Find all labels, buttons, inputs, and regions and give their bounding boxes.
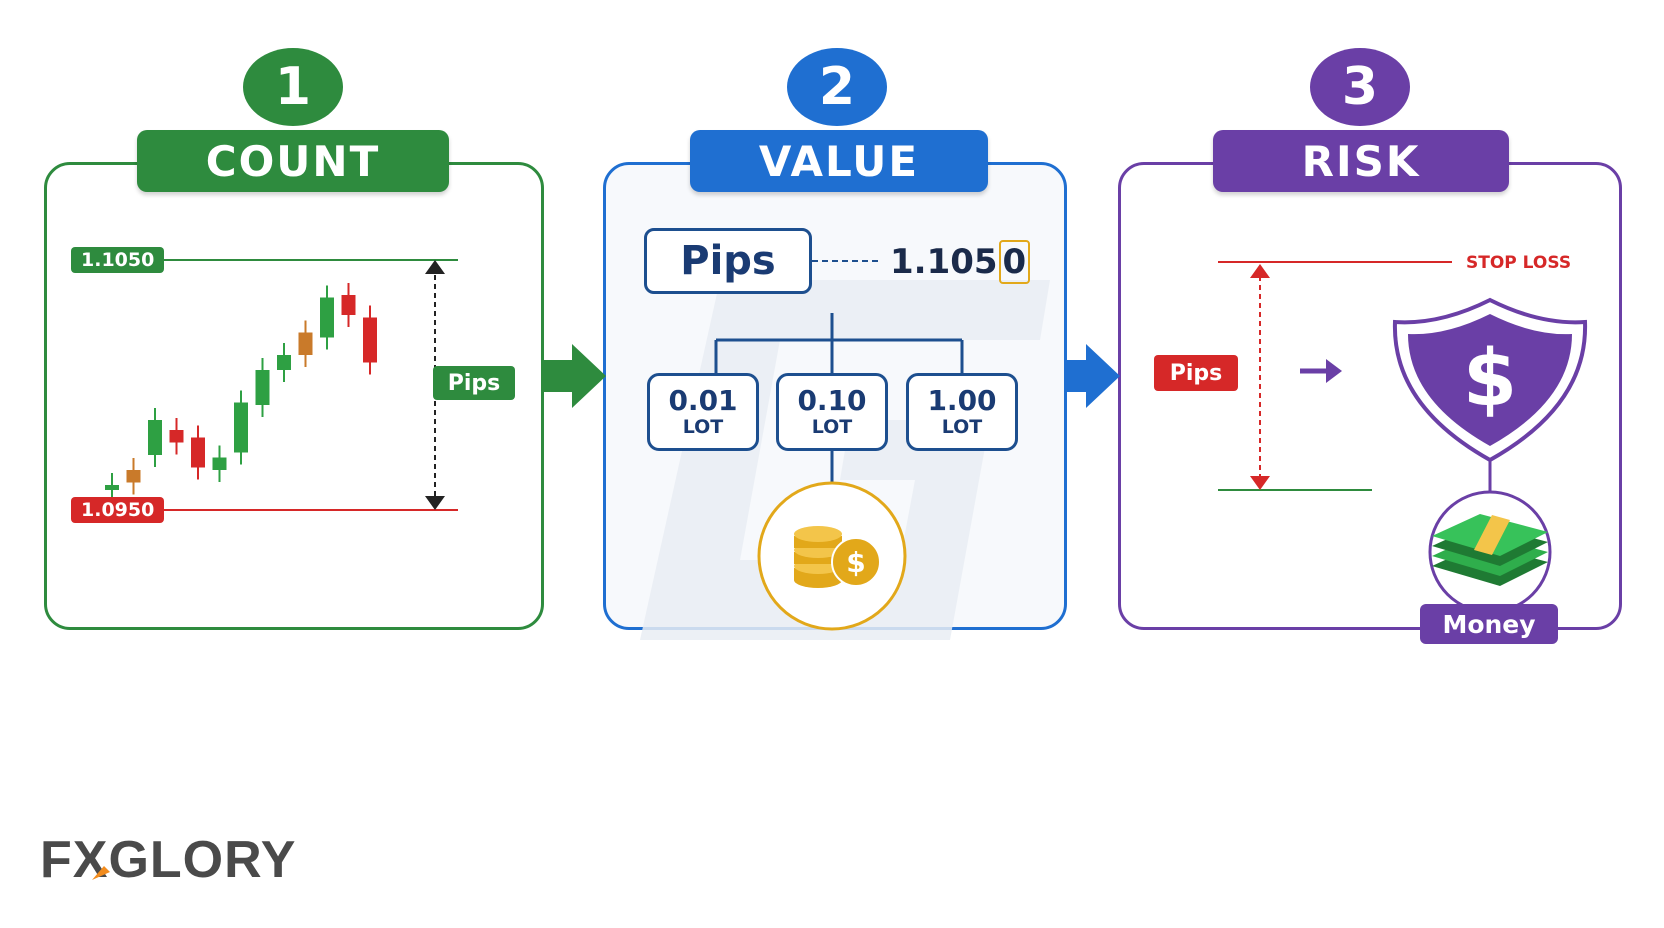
step-2-title: VALUE (690, 130, 988, 192)
candle-body (148, 420, 162, 455)
lot-value: 0.01 (668, 384, 738, 417)
coins-dollar-icon: $ (757, 481, 907, 631)
cash-stack-icon (1428, 490, 1552, 614)
risk-pips-arrow (1250, 264, 1270, 490)
candle-body (105, 485, 119, 490)
candle-body (277, 355, 291, 370)
candle-body (191, 437, 205, 468)
candle-body (255, 370, 270, 405)
fxglory-logo: FXGLORY (40, 830, 296, 890)
pip-digit-highlight: 0 (998, 240, 1031, 284)
step-2-number: 2 (787, 48, 887, 126)
step-1-title: COUNT (137, 130, 449, 192)
candle-body (126, 470, 141, 483)
arrow-right-icon (1066, 344, 1120, 408)
upper-price-tag: 1.1050 (71, 247, 165, 273)
lot-box-mini: 0.10 LOT (776, 373, 888, 451)
logo-prefix: FX (40, 831, 109, 889)
shield-dollar-icon: $ (1392, 297, 1588, 463)
lot-box-standard: 1.00 LOT (906, 373, 1018, 451)
candle-body (298, 332, 313, 355)
step-1-number: 1 (243, 48, 343, 126)
lot-unit: LOT (811, 416, 853, 438)
price-quote-main: 1.105 (890, 242, 998, 282)
count-pips-label: Pips (433, 366, 515, 400)
lot-value: 1.00 (927, 384, 997, 417)
svg-text:$: $ (846, 546, 865, 579)
lot-box-micro: 0.01 LOT (647, 373, 759, 451)
stop-loss-label: STOP LOSS (1466, 253, 1572, 273)
candle-body (320, 297, 334, 338)
risk-pips-label: Pips (1154, 355, 1238, 391)
candle-body (341, 295, 356, 315)
candle-body (234, 402, 248, 453)
lot-tree-connector (714, 313, 964, 498)
candle-body (169, 430, 184, 443)
lot-unit: LOT (682, 416, 724, 438)
lot-value: 0.10 (797, 384, 867, 417)
step-3-number: 3 (1310, 48, 1410, 126)
arrow-right-icon (1300, 359, 1342, 383)
arrow-right-icon (544, 344, 606, 408)
lot-unit: LOT (941, 416, 983, 438)
svg-text:$: $ (1463, 334, 1517, 424)
money-label: Money (1420, 604, 1558, 644)
lower-price-tag: 1.0950 (71, 497, 165, 523)
candle-body (212, 457, 227, 470)
candlestick-chart (105, 283, 377, 502)
logo-suffix: GLORY (108, 831, 297, 889)
watermark-logo (640, 280, 1050, 640)
candle-body (363, 317, 377, 363)
value-pips-box: Pips (644, 228, 812, 294)
step-3-title: RISK (1213, 130, 1509, 192)
